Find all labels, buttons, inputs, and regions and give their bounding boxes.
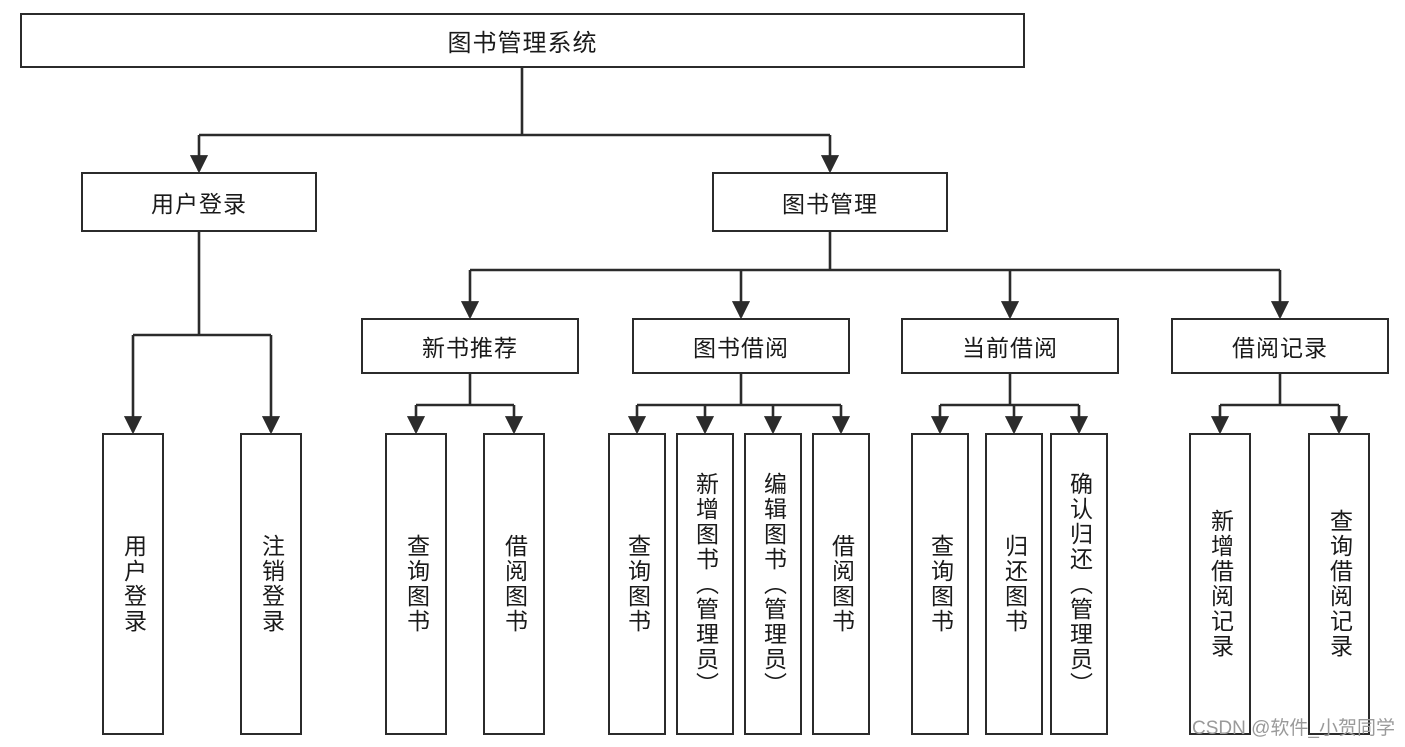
node-label: 归还图书 (1001, 534, 1028, 634)
node-level3-1[interactable]: 图书借阅 (632, 318, 850, 374)
node-label: 用户登录 (151, 191, 247, 217)
node-leaf-8[interactable]: 查询图书 (911, 433, 969, 735)
node-label: 当前借阅 (962, 335, 1058, 361)
node-leaf-12[interactable]: 查询借阅记录 (1308, 433, 1370, 735)
node-label: 新增图书（管理员） (692, 471, 719, 697)
node-leaf-4[interactable]: 查询图书 (608, 433, 666, 735)
node-level3-2[interactable]: 当前借阅 (901, 318, 1119, 374)
node-level2-1[interactable]: 图书管理 (712, 172, 948, 232)
node-label: 查询图书 (624, 534, 651, 634)
node-label: 编辑图书（管理员） (760, 471, 787, 697)
node-label: 确认归还（管理员） (1066, 471, 1093, 697)
node-label: 借阅图书 (501, 534, 528, 634)
node-label: 新书推荐 (422, 335, 518, 361)
node-root-图书管理系统[interactable]: 图书管理系统 (20, 13, 1025, 68)
node-leaf-0[interactable]: 用户登录 (102, 433, 164, 735)
node-label: 查询借阅记录 (1326, 509, 1353, 659)
node-leaf-11[interactable]: 新增借阅记录 (1189, 433, 1251, 735)
node-label: 用户登录 (120, 534, 147, 634)
node-leaf-9[interactable]: 归还图书 (985, 433, 1043, 735)
edge-paths (123, 68, 1349, 435)
node-label: 图书管理系统 (447, 30, 598, 57)
node-leaf-1[interactable]: 注销登录 (240, 433, 302, 735)
node-label: 借阅图书 (828, 534, 855, 634)
node-label: 新增借阅记录 (1207, 509, 1234, 659)
node-label: 注销登录 (258, 534, 285, 634)
node-leaf-2[interactable]: 查询图书 (385, 433, 447, 735)
node-label: 查询图书 (403, 534, 430, 634)
node-label: 图书管理 (782, 191, 878, 217)
node-leaf-3[interactable]: 借阅图书 (483, 433, 545, 735)
node-label: 图书借阅 (693, 335, 789, 361)
watermark: CSDN @软件_小贺同学 (1192, 718, 1395, 739)
node-leaf-10[interactable]: 确认归还（管理员） (1050, 433, 1108, 735)
node-leaf-7[interactable]: 借阅图书 (812, 433, 870, 735)
node-leaf-6[interactable]: 编辑图书（管理员） (744, 433, 802, 735)
node-level3-0[interactable]: 新书推荐 (361, 318, 579, 374)
node-leaf-5[interactable]: 新增图书（管理员） (676, 433, 734, 735)
node-level2-0[interactable]: 用户登录 (81, 172, 317, 232)
node-label: 查询图书 (927, 534, 954, 634)
node-label: 借阅记录 (1232, 335, 1328, 361)
node-level3-3[interactable]: 借阅记录 (1171, 318, 1389, 374)
